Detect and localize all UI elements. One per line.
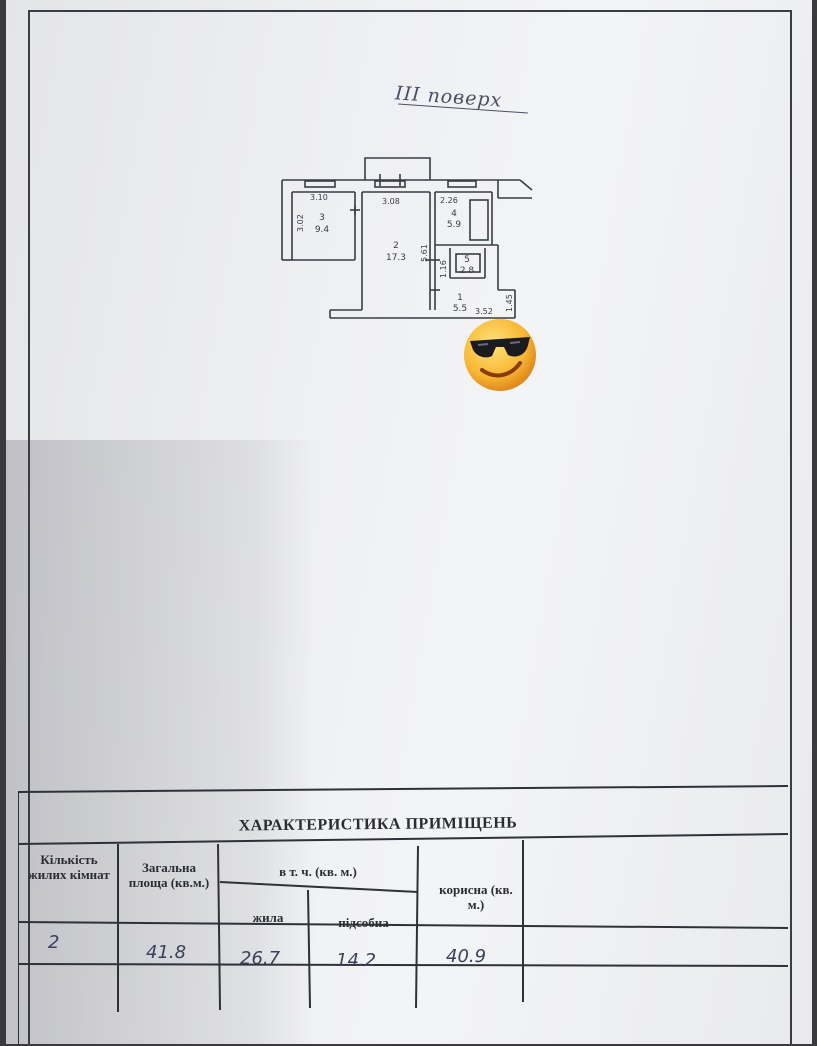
value-auxiliary: 14.2 — [336, 950, 377, 971]
room-3-area: 9.4 — [315, 225, 330, 235]
header-rooms-count: Кількість жилих кімнат — [28, 852, 110, 882]
room-4-number: 4 — [451, 209, 457, 219]
dim-left-vertical: 3.02 — [296, 214, 305, 232]
room-2-area: 17.3 — [386, 253, 406, 263]
room-1-number: 1 — [457, 293, 463, 303]
room-1-area: 5.5 — [453, 304, 467, 314]
floor-plan: 3.10 3.08 2.26 3.02 5.61 3.52 1.45 1.16 … — [281, 157, 533, 319]
dim-right-vertical: 1.45 — [505, 294, 514, 312]
dim-bottom-right: 3.52 — [475, 307, 493, 316]
value-useful: 40.9 — [446, 946, 487, 967]
table-grid — [18, 785, 788, 1044]
room-3-number: 3 — [319, 213, 325, 223]
document-page — [6, 0, 812, 1044]
value-living: 26.7 — [240, 948, 281, 969]
dim-top-center: 3.08 — [382, 197, 400, 206]
value-rooms-count: 2 — [48, 932, 60, 953]
room-4-area: 5.9 — [447, 220, 462, 230]
value-total-area: 41.8 — [146, 942, 187, 963]
dim-top-left: 3.10 — [310, 193, 328, 202]
characteristics-table: ХАРАКТЕРИСТИКА ПРИМІЩЕНЬ Кількість жилих… — [18, 782, 788, 1044]
header-including: в т. ч. (кв. м.) — [279, 864, 357, 879]
header-auxiliary: підсобна — [338, 915, 389, 930]
header-living: жила — [252, 910, 284, 925]
room-2-number: 2 — [393, 241, 399, 251]
dim-small-vertical: 1.16 — [439, 260, 448, 278]
room-5-number: 5 — [464, 255, 470, 265]
header-useful: корисна (кв. м.) — [439, 882, 513, 912]
page-border — [28, 10, 792, 1046]
dim-top-right: 2.26 — [440, 196, 458, 205]
header-total-area: Загальна площа (кв.м.) — [128, 860, 210, 890]
dim-center-vertical: 5.61 — [420, 244, 429, 262]
room-5-area: 2.8 — [460, 266, 475, 276]
sunglasses-emoji-icon — [464, 319, 536, 391]
